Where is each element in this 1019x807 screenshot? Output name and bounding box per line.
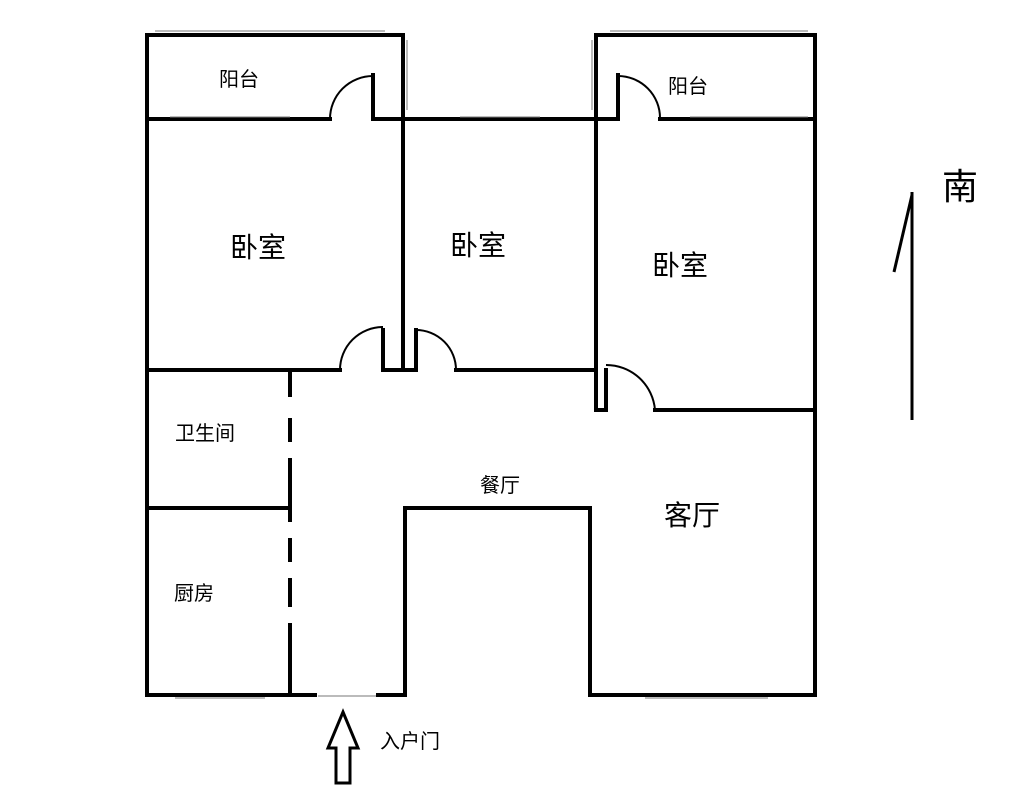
walls xyxy=(145,33,817,697)
compass-label: 南 xyxy=(942,167,979,208)
room-label-bathroom: 卫生间 xyxy=(175,421,235,445)
entrance-arrow xyxy=(325,708,361,785)
compass-arrow xyxy=(892,192,914,420)
room-label-balcony-left: 阳台 xyxy=(219,67,259,91)
entrance-label: 入户门 xyxy=(380,729,440,753)
doors xyxy=(329,75,661,411)
room-label-dining: 餐厅 xyxy=(480,473,520,497)
room-label-balcony-right: 阳台 xyxy=(668,74,708,98)
room-label-bedroom-right: 卧室 xyxy=(652,249,709,282)
room-label-bedroom-left: 卧室 xyxy=(230,231,287,264)
windows xyxy=(155,30,808,699)
room-label-kitchen: 厨房 xyxy=(174,581,214,605)
room-label-bedroom-mid: 卧室 xyxy=(450,229,507,262)
room-label-living: 客厅 xyxy=(664,499,721,532)
